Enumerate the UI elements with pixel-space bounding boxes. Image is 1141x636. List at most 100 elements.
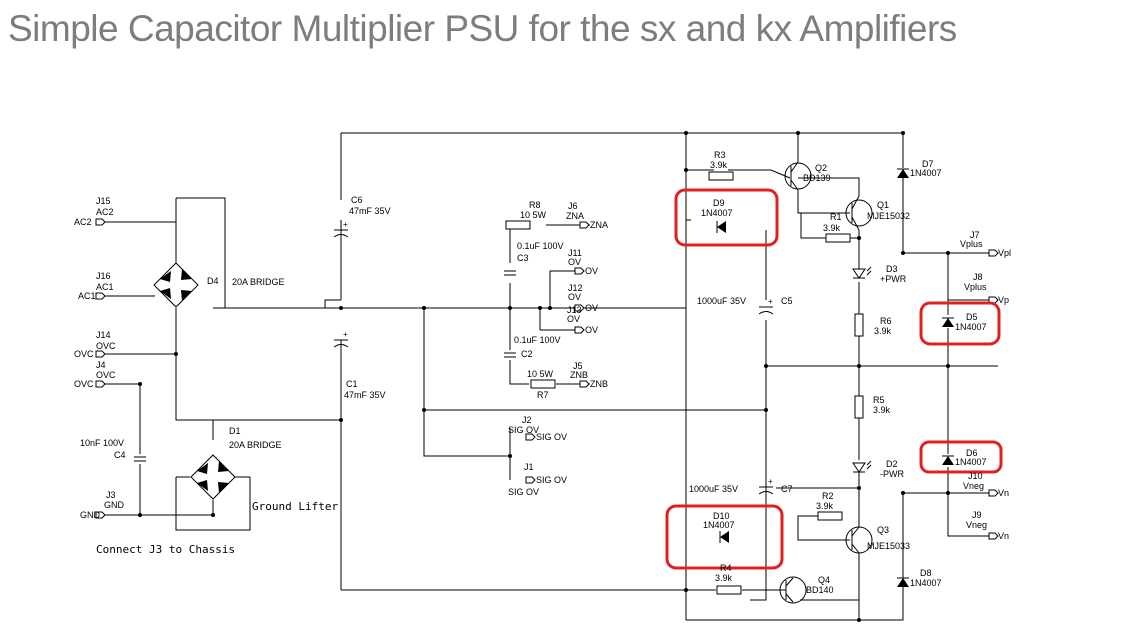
r2-ref: R2 [822,491,834,501]
c5-value: 1000uF 35V [697,296,746,306]
transistor-q1-icon [845,195,873,231]
d10-ref: D10 [713,511,730,521]
highlight-d10 [665,504,784,570]
j12-net: OV [585,303,598,313]
capacitor-c4-icon [133,456,147,462]
q4-value: BD140 [806,585,834,595]
q1-value: MJE15032 [867,211,910,221]
c4-value: 10nF 100V [80,438,124,448]
r3-value: 3.9k [710,160,728,170]
j15-ref: J15 [96,196,111,206]
d7-ref: D7 [922,159,934,169]
transistor-q2-icon [784,161,812,191]
r4-value: 3.9k [715,573,733,583]
j7-ref: J7 [970,230,980,240]
diode-d10-icon [719,530,730,544]
resistor-r5-icon [854,395,864,419]
highlight-d9 [674,188,779,247]
c3-value: 0.1uF 100V [517,241,564,251]
j12-ref: J12 [568,283,583,293]
j3-ref: J3 [106,490,116,500]
r5-ref: R5 [873,395,885,405]
c7-ref: C7 [781,484,793,494]
q2-ref: Q2 [815,163,827,173]
resistor-r1-icon [825,233,851,243]
j3-net: GND [80,510,101,520]
j5-pin: ZNB [570,370,588,380]
diode-d9-icon [716,220,727,234]
j15-pin: AC2 [96,207,114,217]
j11-pin: OV [568,257,581,267]
c2-ref: C2 [521,349,533,359]
j1-ref: J1 [524,462,534,472]
r4-ref: R4 [720,563,732,573]
transistor-q3-icon [845,526,873,554]
c1-ref: C1 [346,379,358,389]
r2-value: 3.9k [816,501,834,511]
annotation-notes: Ground Lifter Connect J3 to Chassis [96,500,338,556]
j13-pin: OV [567,314,580,324]
c1-value: 47mF 35V [344,390,386,400]
j9-net: Vn [998,531,1009,541]
j4-net: OVC [74,379,94,389]
r7-ref: R7 [537,390,549,400]
q4-ref: Q4 [818,575,830,585]
c7-value: 1000uF 35V [689,484,738,494]
j15-net: AC2 [74,217,92,227]
d5-ref: D5 [966,312,978,322]
d2-value: -PWR [880,469,904,479]
d7-value: 1N4007 [910,168,942,178]
resistor-r2-icon [817,511,843,521]
highlight-d6 [919,440,1003,474]
r7-value: 10 5W [527,369,554,379]
j7-pin: Vplus [960,239,983,249]
c5-ref: C5 [781,296,793,306]
diode-d5-icon [941,317,955,328]
r8-value: 10 5W [520,210,547,220]
d6-ref: D6 [966,448,978,458]
q1-ref: Q1 [877,200,889,210]
j14-net: OVC [74,349,94,359]
component-symbols [133,161,955,604]
j10-pin: Vneg [963,481,984,491]
r1-value: 3.9k [823,223,841,233]
bridge-rectifier-d4-icon [153,262,199,308]
highlight-d5 [919,301,1001,346]
d8-ref: D8 [920,568,932,578]
j8-pin: Vplus [964,282,987,292]
connector-labels: J15 AC2 AC2 J16 AC1 AC1 J14 OVC OVC J4 O… [74,196,1011,541]
j11-ref: J11 [568,248,582,258]
diode-d6-icon [941,455,955,466]
j5-net: ZNB [590,379,608,389]
r8-ref: R8 [529,200,541,210]
j7-net: Vpl [998,248,1011,258]
j16-pin: AC1 [96,282,114,292]
j10-net: Vn [998,488,1009,498]
j8-ref: J8 [973,272,983,282]
d5-value: 1N4007 [955,322,987,332]
port-arrows [95,218,999,540]
c6-ref: C6 [351,195,363,205]
j1-net: SIG OV [536,475,567,485]
d3-value: +PWR [880,274,907,284]
capacitor-c3-icon [503,270,517,276]
diode-d8-icon [896,577,910,588]
c3-ref: C3 [517,253,529,263]
page-title: Simple Capacitor Multiplier PSU for the … [8,8,957,49]
j3-pin: GND [104,500,125,510]
j6-ref: J6 [568,201,578,211]
c6-value: 47mF 35V [349,206,391,216]
d4-ref: D4 [207,276,219,286]
d3-ref: D3 [886,264,898,274]
d6-value: 1N4007 [955,457,987,467]
d10-value: 1N4007 [703,520,735,530]
diode-d7-icon [896,168,910,179]
j6-pin: ZNA [566,211,584,221]
component-labels: D4 20A BRIDGE D1 20A BRIDGE C6 47mF 35V … [80,150,987,595]
transistor-q4-icon [770,576,807,604]
d1-value: 20A BRIDGE [229,440,282,450]
d8-value: 1N4007 [910,578,942,588]
j4-pin: OVC [96,370,116,380]
j14-pin: OVC [96,341,116,351]
d2-ref: D2 [886,459,898,469]
